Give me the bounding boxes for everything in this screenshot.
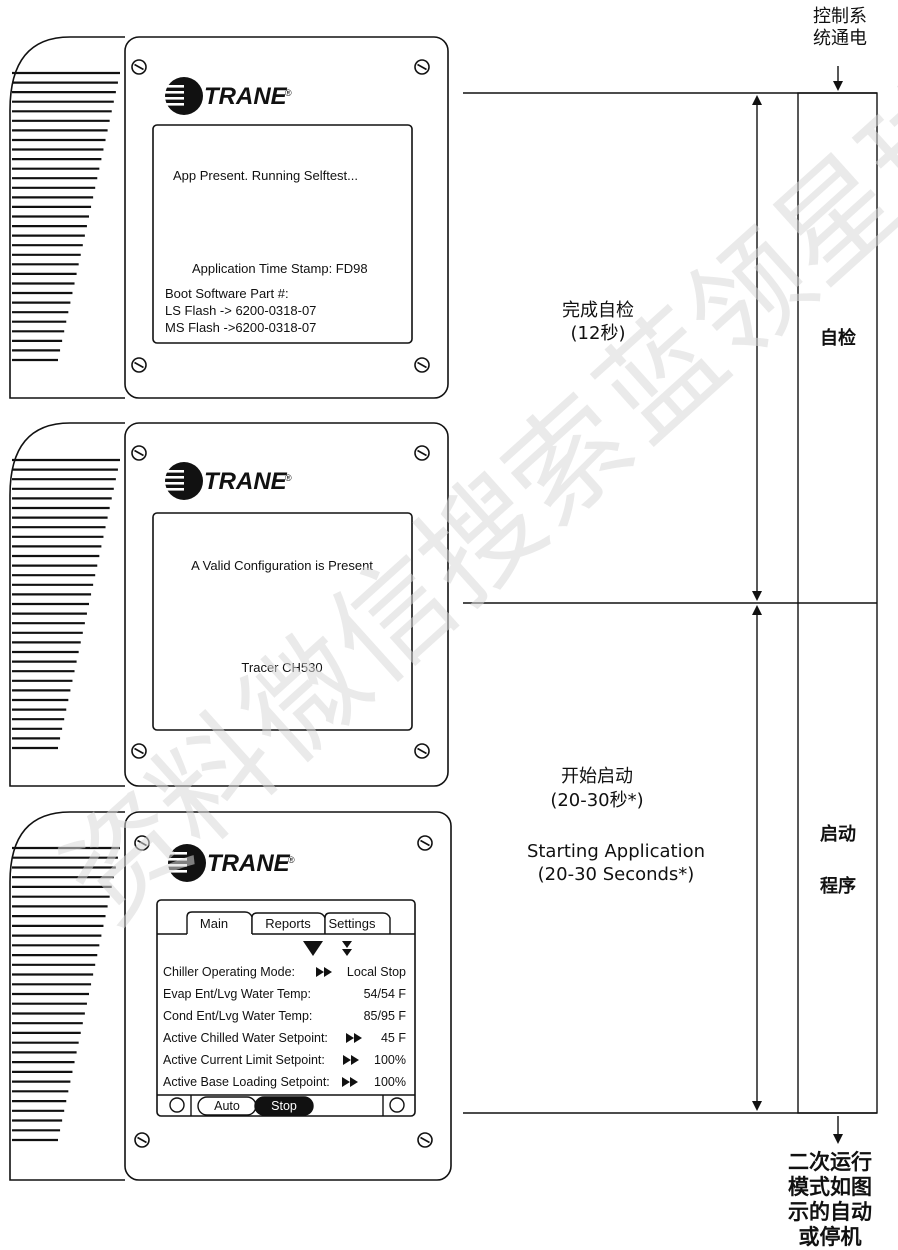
panel-2-grip-ridges xyxy=(12,458,120,750)
row-2-value: 54/54 F xyxy=(364,987,407,1001)
panel-1-screen xyxy=(152,124,413,344)
auto-button-label: Auto xyxy=(214,1099,240,1113)
secondary-mode-line-1: 二次运行 xyxy=(788,1150,872,1174)
screw-icon xyxy=(414,59,430,75)
timeline: 控制系 统通电 完成自检 (12秒) 自检 开始启动 (20-30秒*) Sta… xyxy=(463,6,878,1249)
tab-settings-label: Settings xyxy=(329,916,376,931)
panel-3-screen xyxy=(156,899,416,1117)
panel-1-line-4: LS Flash -> 6200-0318-07 xyxy=(165,303,316,318)
panel-2-screen xyxy=(152,512,413,731)
row-4-arrow-icon[interactable] xyxy=(346,1033,362,1043)
tab-reports-label: Reports xyxy=(265,916,311,931)
secondary-mode-line-4: 或停机 xyxy=(799,1225,862,1249)
panel-3-side-grip xyxy=(9,811,125,1181)
panel-2-logo-text: TRANE xyxy=(204,468,288,495)
tab-main[interactable] xyxy=(186,911,253,934)
row-4-value: 45 F xyxy=(381,1031,406,1045)
panel-1-line-3: Boot Software Part #: xyxy=(165,286,289,301)
row-5-arrow-icon[interactable] xyxy=(343,1055,359,1065)
startup-side-label-line-1: 启动 xyxy=(820,823,856,845)
row-3-value: 85/95 F xyxy=(364,1009,407,1023)
screw-icon xyxy=(417,1132,433,1148)
tab-main-label: Main xyxy=(200,916,228,931)
row-4-label: Active Chilled Water Setpoint: xyxy=(163,1031,328,1045)
startup-label-line-1: 开始启动 xyxy=(561,766,633,787)
screw-icon xyxy=(414,445,430,461)
panel-1-grip-ridges xyxy=(12,71,120,362)
row-5-value: 100% xyxy=(374,1053,406,1067)
controller-panel-2: TRANE ® A Valid Configuration is Present… xyxy=(9,422,449,787)
selftest-side-label: 自检 xyxy=(820,327,856,349)
scroll-down-icon[interactable] xyxy=(303,941,323,956)
page-down-icon[interactable] xyxy=(342,941,352,956)
screw-icon xyxy=(414,743,430,759)
row-1-arrow-icon[interactable] xyxy=(316,967,332,977)
phase-column xyxy=(797,92,878,1114)
screw-icon xyxy=(131,59,147,75)
startup-side-label-line-2: 程序 xyxy=(820,875,856,897)
row-1-value: Local Stop xyxy=(347,965,406,979)
panel-1-logo-text: TRANE xyxy=(204,83,288,110)
secondary-mode-line-3: 示的自动 xyxy=(788,1200,872,1224)
secondary-mode-line-2: 模式如图 xyxy=(788,1175,872,1199)
registered-mark: ® xyxy=(285,88,292,98)
row-1-label: Chiller Operating Mode: xyxy=(163,965,295,979)
screw-icon xyxy=(131,357,147,373)
screw-icon xyxy=(417,835,433,851)
stop-button[interactable] xyxy=(254,1096,314,1116)
screw-icon xyxy=(134,1132,150,1148)
status-rows: Chiller Operating Mode: Local Stop Evap … xyxy=(163,965,406,1089)
tab-settings[interactable] xyxy=(324,912,391,934)
right-soft-key-button[interactable] xyxy=(389,1097,405,1113)
row-6-arrow-icon[interactable] xyxy=(342,1077,358,1087)
stop-button-label: Stop xyxy=(271,1099,297,1113)
screw-icon xyxy=(131,445,147,461)
row-2-label: Evap Ent/Lvg Water Temp: xyxy=(163,987,311,1001)
controller-panel-1: TRANE ® App Present. Running Selftest...… xyxy=(9,36,449,399)
startup-label-line-2: (20-30秒*) xyxy=(550,790,643,811)
row-6-label: Active Base Loading Setpoint: xyxy=(163,1075,330,1089)
panel-2-line-1: A Valid Configuration is Present xyxy=(191,558,373,573)
watermark-text-3: 蓝领星球 xyxy=(572,48,898,466)
registered-mark: ® xyxy=(288,855,295,865)
panel-1-line-1: App Present. Running Selftest... xyxy=(173,168,358,183)
panel-3-grip-ridges xyxy=(12,846,120,1142)
startup-en-line-1: Starting Application xyxy=(527,841,705,862)
left-soft-key-button[interactable] xyxy=(169,1097,185,1113)
row-6-value: 100% xyxy=(374,1075,406,1089)
panel-2-line-2: Tracer CH530 xyxy=(241,660,322,675)
tab-reports[interactable] xyxy=(251,912,326,934)
row-3-label: Cond Ent/Lvg Water Temp: xyxy=(163,1009,312,1023)
power-on-label-line-2: 统通电 xyxy=(813,28,867,49)
power-on-label-line-1: 控制系 xyxy=(813,6,867,27)
registered-mark: ® xyxy=(285,473,292,483)
startup-en-line-2: (20-30 Seconds*) xyxy=(538,864,695,885)
selftest-label-line-1: 完成自检 xyxy=(562,300,634,321)
row-5-label: Active Current Limit Setpoint: xyxy=(163,1053,325,1067)
controller-panel-3: TRANE ® Main Reports Settings Chiller Op… xyxy=(9,811,452,1181)
screw-icon xyxy=(414,357,430,373)
panel-1-line-5: MS Flash ->6200-0318-07 xyxy=(165,320,316,335)
selftest-label-line-2: (12秒) xyxy=(571,323,626,344)
panel-3-logo-text: TRANE xyxy=(207,850,291,877)
panel-1-line-2: Application Time Stamp: FD98 xyxy=(192,261,368,276)
